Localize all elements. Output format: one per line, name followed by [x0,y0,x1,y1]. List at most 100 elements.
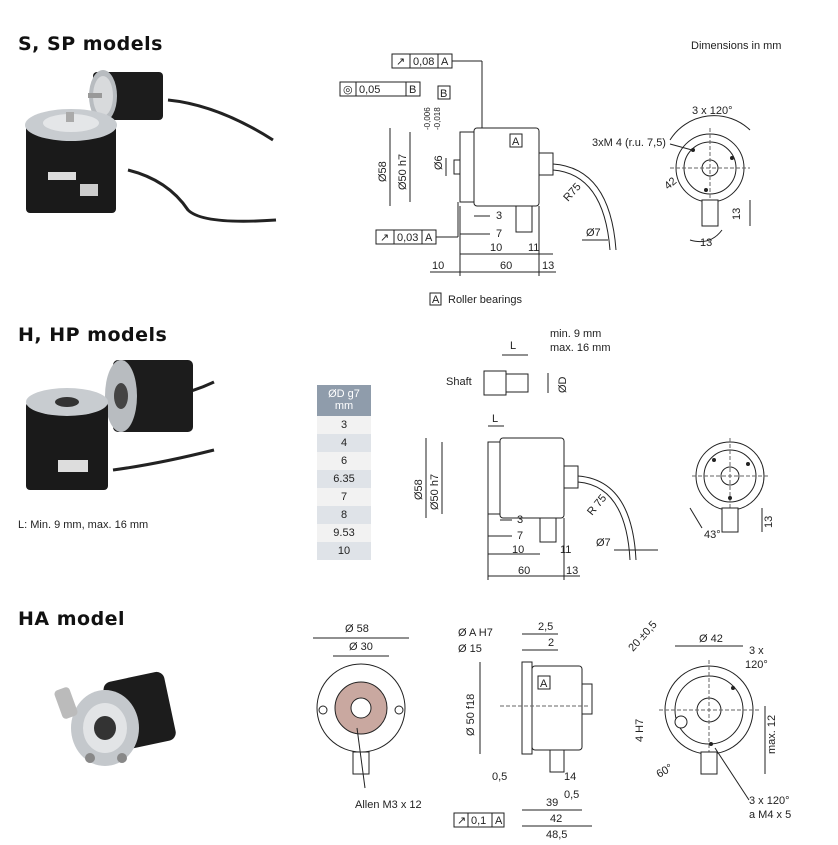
s-models-drawing: ↗ 0,08 A ◎ 0,05 B B -0,006 -0,018 A Ø58 … [339,53,751,306]
s-dim-r75: R75 [561,181,583,204]
ha-dim-14: 14 [564,771,576,783]
ha-dim-2: 2 [548,637,554,649]
h-models-drawing: L Ø58 Ø50 h7 3 7 10 11 60 13 R 75 Ø7 43°… [413,413,775,580]
table-row: 9.53 [317,524,371,542]
dimensions-note: Dimensions in mm [691,40,782,52]
h-l-min: min. 9 mm [550,328,601,340]
h-model-note: L: Min. 9 mm, max. 16 mm [18,519,149,531]
s-dim-10b: 10 [432,260,444,272]
s-tol-concentric: 0,05 [359,84,380,96]
table-row: 8 [317,506,371,524]
ha-h7: 4 H7 [634,719,646,742]
table-row: 4 [317,434,371,452]
ha-dim-25: 2,5 [538,621,553,633]
ha-dim-485: 48,5 [546,829,567,841]
s-datum-b: B [440,88,447,100]
s-dim-d6: Ø6 [433,155,445,170]
h-d-label: ØD [557,376,569,393]
h-dim-13: 13 [566,565,578,577]
s-roller-key: A [432,294,440,306]
ha-dim-d15: Ø 15 [458,643,482,655]
h-dim-r75: R 75 [585,492,609,518]
ha-model-photo [54,671,176,766]
ha-angle-60: 60° [655,762,675,781]
ha-m4: a M4 x 5 [749,809,791,821]
s-dim-42: 42 [662,175,679,192]
h-l-max: max. 16 mm [550,342,611,354]
h-shaft-detail: min. 9 mm max. 16 mm L Shaft ØD [446,328,611,396]
ha-allen: Allen M3 x 12 [355,799,422,811]
section-title-h-hp: H, HP models [18,324,168,346]
h-dim-11: 11 [560,544,571,556]
table-row: 6.35 [317,470,371,488]
h-models-photo [26,360,215,490]
s-shaft-tol-upper: -0,006 [423,107,432,130]
h-dim-d7: Ø7 [596,537,611,549]
table-row: 7 [317,488,371,506]
s-dim-7: 7 [496,228,502,240]
s-dim-60: 60 [500,260,512,272]
s-tol-runout: 0,08 [413,56,434,68]
s-holes: 3 x 120° [692,105,732,117]
section-title-s-sp: S, SP models [18,33,163,55]
ha-side-drawing: Ø A H7 Ø 15 2,5 2 A Ø 50 f18 0,5 14 39 0… [453,621,593,841]
s-dim-11: 11 [528,242,539,254]
ha-end-d42: Ø 42 [699,633,723,645]
ha-tol-ref: A [495,815,503,827]
s-thread: 3xM 4 (r.u. 7,5) [592,137,666,149]
s-dim-13: 13 [542,260,554,272]
s-tol-face: 0,03 [397,232,418,244]
ha-holes3: 3 x 120° [749,795,789,807]
h-dim-3: 3 [517,514,523,526]
s-dim-d50: Ø50 h7 [397,154,409,190]
s-dim-d58: Ø58 [377,161,389,182]
s-side-13a: 13 [731,208,743,220]
table-row: 3 [317,416,371,434]
s-models-photo [25,70,277,223]
runout-icon: ↗ [396,56,405,68]
s-shaft-tol-lower: -0,018 [433,107,442,130]
ha-dim-d50f18: Ø 50 f18 [465,694,477,736]
s-side-13b: 13 [700,237,712,249]
concentric-icon: ◎ [343,84,353,96]
h-dim-d50: Ø50 h7 [429,474,441,510]
h-dim-7: 7 [517,530,523,542]
ha-pm: 20 ±0,5 [626,619,659,654]
ha-tol: 0,1 [471,815,486,827]
table-row: 10 [317,542,371,560]
ha-end-drawing: Ø 42 20 ±0,5 3 x 120° 4 H7 max. 12 60° 3… [626,619,791,821]
h-angle: 43° [704,529,721,541]
ha-dim-d30: Ø 30 [349,641,373,653]
h-l-label: L [510,340,516,352]
table-row: 6 [317,452,371,470]
s-tol-runout-ref: A [441,56,449,68]
svg-text:↗: ↗ [380,232,389,244]
h-l-body: L [492,413,498,425]
ha-holes-a: 3 x [749,645,764,657]
s-roller-label: Roller bearings [448,294,522,306]
h-dim-60: 60 [518,565,530,577]
h-dim-10: 10 [512,544,524,556]
ha-dim-39: 39 [546,797,558,809]
svg-text:↗: ↗ [457,815,466,827]
ha-dim-05a: 0,5 [492,771,507,783]
ha-dim-42: 42 [550,813,562,825]
s-tol-concentric-ref: B [409,84,416,96]
h-side-13: 13 [763,516,775,528]
s-tol-face-ref: A [425,232,433,244]
ha-dim-dah7: Ø A H7 [458,627,493,639]
s-dim-d7: Ø7 [586,227,601,239]
ha-dim-d58: Ø 58 [345,623,369,635]
section-title-ha: HA model [18,608,126,630]
ha-holes-b: 120° [745,659,768,671]
ha-datum: A [540,678,548,690]
ha-max12: max. 12 [766,715,778,754]
h-shaft-label: Shaft [446,376,472,388]
ha-front-drawing: Ø 58 Ø 30 Allen M3 x 12 [313,623,422,811]
s-dim-10a: 10 [490,242,502,254]
ha-dim-05b: 0,5 [564,789,579,801]
s-datum-a: A [512,136,520,148]
h-dim-d58: Ø58 [413,479,425,500]
